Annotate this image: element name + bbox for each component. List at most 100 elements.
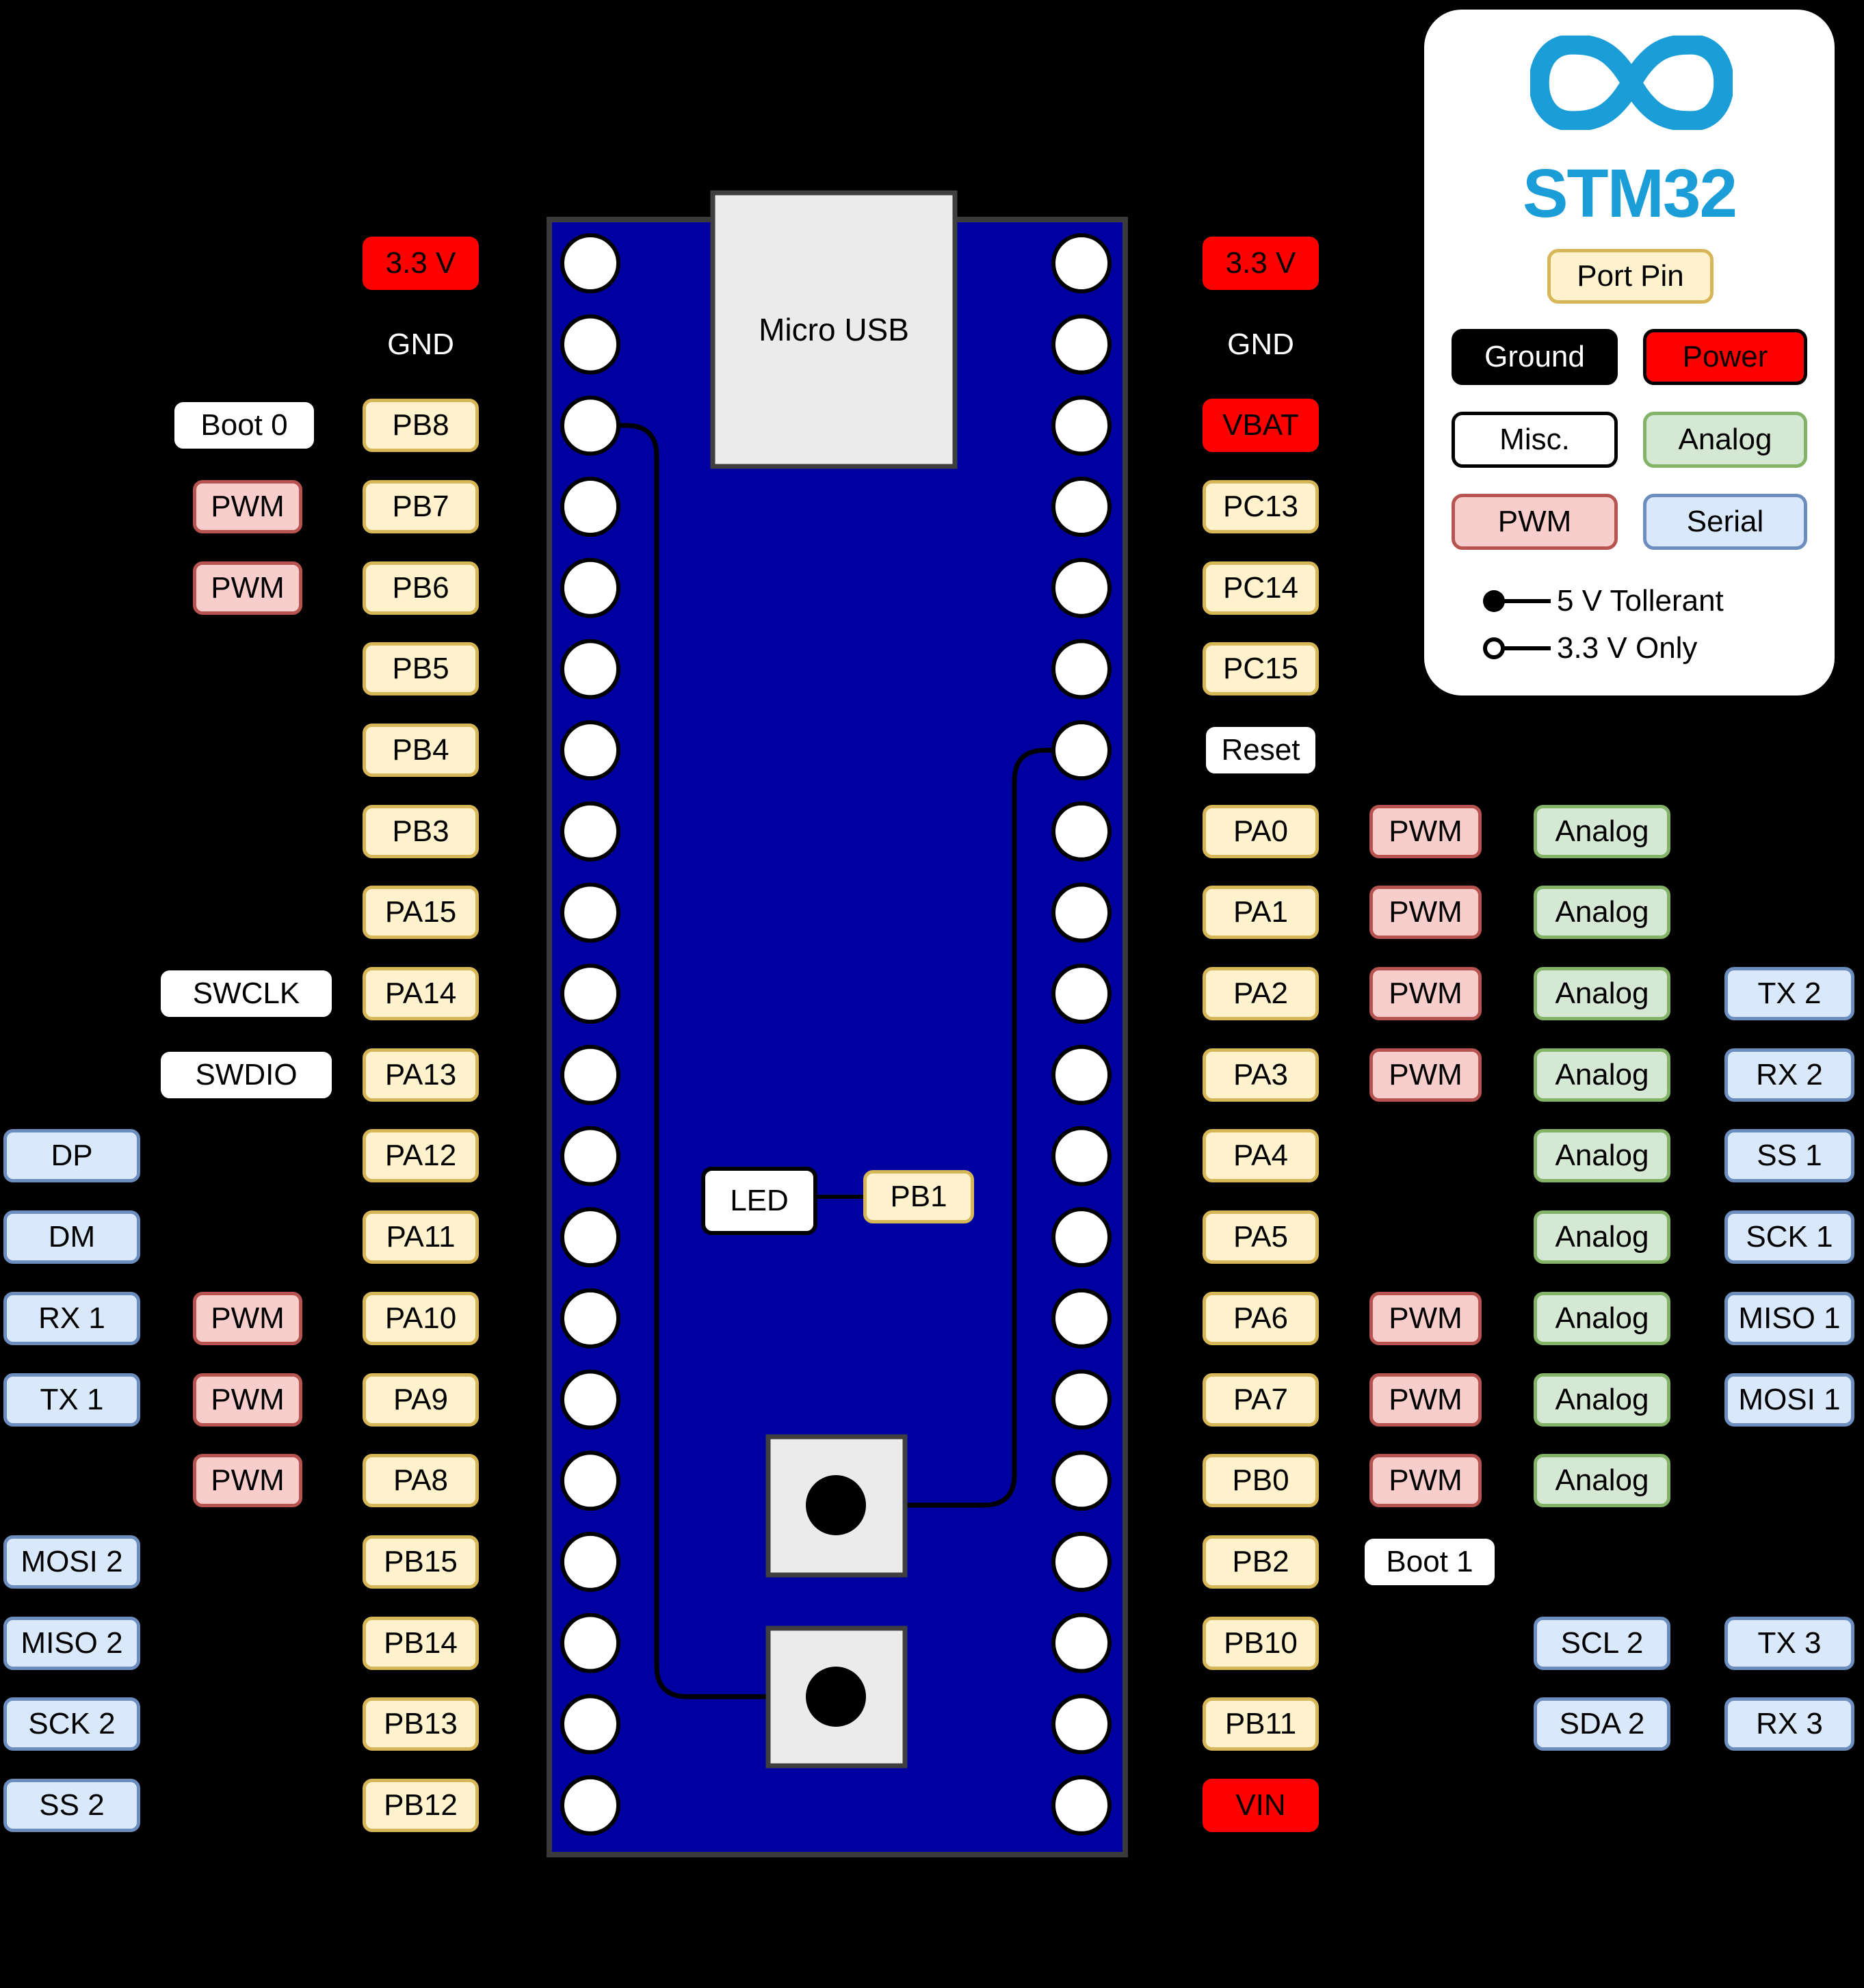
- pin-label-pa2: PA2: [1203, 967, 1319, 1021]
- analog-label-analog: Analog: [1534, 1454, 1670, 1508]
- pin-label-pa3: PA3: [1203, 1048, 1319, 1102]
- serial-label-sck-1: SCK 1: [1724, 1210, 1854, 1264]
- power-label-vbat: VBAT: [1203, 399, 1319, 453]
- pin-hole: [560, 1531, 620, 1592]
- pin-label-pa10: PA10: [363, 1291, 479, 1345]
- legend-note-3v3: 3.3 V Only: [1482, 624, 1697, 673]
- pin-hole: [1051, 1450, 1112, 1511]
- pin-hole: [1051, 314, 1112, 375]
- misc-label-swclk: SWCLK: [157, 967, 335, 1021]
- serial-label-rx-3: RX 3: [1724, 1697, 1854, 1751]
- pin-label-pa6: PA6: [1203, 1291, 1319, 1345]
- pin-hole: [1051, 720, 1112, 781]
- pin-hole: [560, 1369, 620, 1430]
- pin-label-pb10: PB10: [1203, 1616, 1319, 1670]
- pin-label-pa0: PA0: [1203, 804, 1319, 858]
- analog-label-analog: Analog: [1534, 804, 1670, 858]
- legend-pwm: PWM: [1452, 494, 1618, 550]
- analog-label-analog: Analog: [1534, 967, 1670, 1021]
- pin-hole: [560, 233, 620, 293]
- pin-hole: [1051, 1694, 1112, 1755]
- pwm-label-pwm: PWM: [1369, 1454, 1482, 1508]
- pin-label-pa15: PA15: [363, 886, 479, 940]
- analog-label-analog: Analog: [1534, 1210, 1670, 1264]
- pin-hole: [1051, 1126, 1112, 1187]
- pin-label-pc13: PC13: [1203, 480, 1319, 534]
- serial-label-miso-2: MISO 2: [3, 1616, 140, 1670]
- pin-hole: [1051, 1531, 1112, 1592]
- misc-label-swdio: SWDIO: [157, 1048, 335, 1102]
- legend-note-3v3-text: 3.3 V Only: [1557, 631, 1698, 665]
- power-label-3-3-v: 3.3 V: [1203, 237, 1319, 290]
- open-dot-icon: [1483, 637, 1551, 659]
- pin-hole: [560, 720, 620, 781]
- pwm-label-pwm: PWM: [1369, 1048, 1482, 1102]
- serial-label-mosi-2: MOSI 2: [3, 1535, 140, 1589]
- pin-label-pa11: PA11: [363, 1210, 479, 1264]
- text-label-gnd: GND: [387, 327, 454, 361]
- pin-label-pb7: PB7: [363, 480, 479, 534]
- pin-hole: [560, 395, 620, 456]
- pin-hole: [560, 1775, 620, 1835]
- analog-label-analog: Analog: [1534, 1048, 1670, 1102]
- legend-misc: Misc.: [1452, 412, 1618, 468]
- pin-label-pb14: PB14: [363, 1616, 479, 1670]
- serial-label-sda-2: SDA 2: [1534, 1697, 1670, 1751]
- serial-label-miso-1: MISO 1: [1724, 1291, 1854, 1345]
- serial-label-scl-2: SCL 2: [1534, 1616, 1670, 1670]
- pin-label-pb2: PB2: [1203, 1535, 1319, 1589]
- misc-label-reset: Reset: [1203, 724, 1319, 778]
- pin-label-pb13: PB13: [363, 1697, 479, 1751]
- pin-label-pb8: PB8: [363, 399, 479, 453]
- pin-hole: [1051, 557, 1112, 618]
- pin-hole: [560, 477, 620, 538]
- pin-hole: [1051, 964, 1112, 1024]
- reset-button: [765, 1434, 908, 1578]
- pin-label-pc14: PC14: [1203, 561, 1319, 615]
- legend-port-pin: Port Pin: [1547, 249, 1714, 304]
- pin-hole: [1051, 639, 1112, 700]
- pin-hole: [560, 1288, 620, 1349]
- legend-card: STM32 Port Pin Ground Power Misc. Analog…: [1424, 10, 1835, 695]
- power-label-3-3-v: 3.3 V: [363, 237, 479, 290]
- pin-hole: [1051, 1288, 1112, 1349]
- serial-label-ss-2: SS 2: [3, 1778, 140, 1832]
- pin-label-pa1: PA1: [1203, 886, 1319, 940]
- pin-hole: [1051, 1613, 1112, 1673]
- pin-hole: [1051, 1207, 1112, 1268]
- pin-hole: [1051, 395, 1112, 456]
- pin-hole: [560, 1126, 620, 1187]
- pwm-label-pwm: PWM: [1369, 967, 1482, 1021]
- pin-hole: [560, 1450, 620, 1511]
- pin-label-pa4: PA4: [1203, 1129, 1319, 1183]
- pin-label-pa5: PA5: [1203, 1210, 1319, 1264]
- pin-hole: [1051, 882, 1112, 943]
- legend-analog: Analog: [1643, 412, 1807, 468]
- pin-label-pb1: PB1: [863, 1170, 974, 1223]
- pin-label-pa8: PA8: [363, 1454, 479, 1508]
- pin-hole: [1051, 1369, 1112, 1430]
- text-label-gnd: GND: [1227, 327, 1294, 361]
- analog-label-analog: Analog: [1534, 1129, 1670, 1183]
- pin-hole: [560, 1613, 620, 1673]
- pwm-label-pwm: PWM: [1369, 1291, 1482, 1345]
- boot-button: [765, 1626, 908, 1768]
- pwm-label-pwm: PWM: [1369, 804, 1482, 858]
- serial-label-tx-3: TX 3: [1724, 1616, 1854, 1670]
- pwm-label-pwm: PWM: [1369, 1373, 1482, 1427]
- pin-hole: [1051, 477, 1112, 538]
- pin-label-pa13: PA13: [363, 1048, 479, 1102]
- micro-usb-connector: [710, 190, 958, 469]
- trace-reset-button: [900, 747, 1077, 1508]
- misc-label-boot-1: Boot 1: [1361, 1535, 1498, 1589]
- pwm-label-pwm: PWM: [193, 480, 302, 534]
- pin-label-pb4: PB4: [363, 724, 479, 778]
- pin-label-pa9: PA9: [363, 1373, 479, 1427]
- pin-hole: [1051, 1775, 1112, 1835]
- pin-hole: [1051, 1044, 1112, 1105]
- legend-note-5v: 5 V Tollerant: [1482, 576, 1724, 626]
- pin-label-pb11: PB11: [1203, 1697, 1319, 1751]
- stm32-brand-text: STM32: [1522, 155, 1737, 232]
